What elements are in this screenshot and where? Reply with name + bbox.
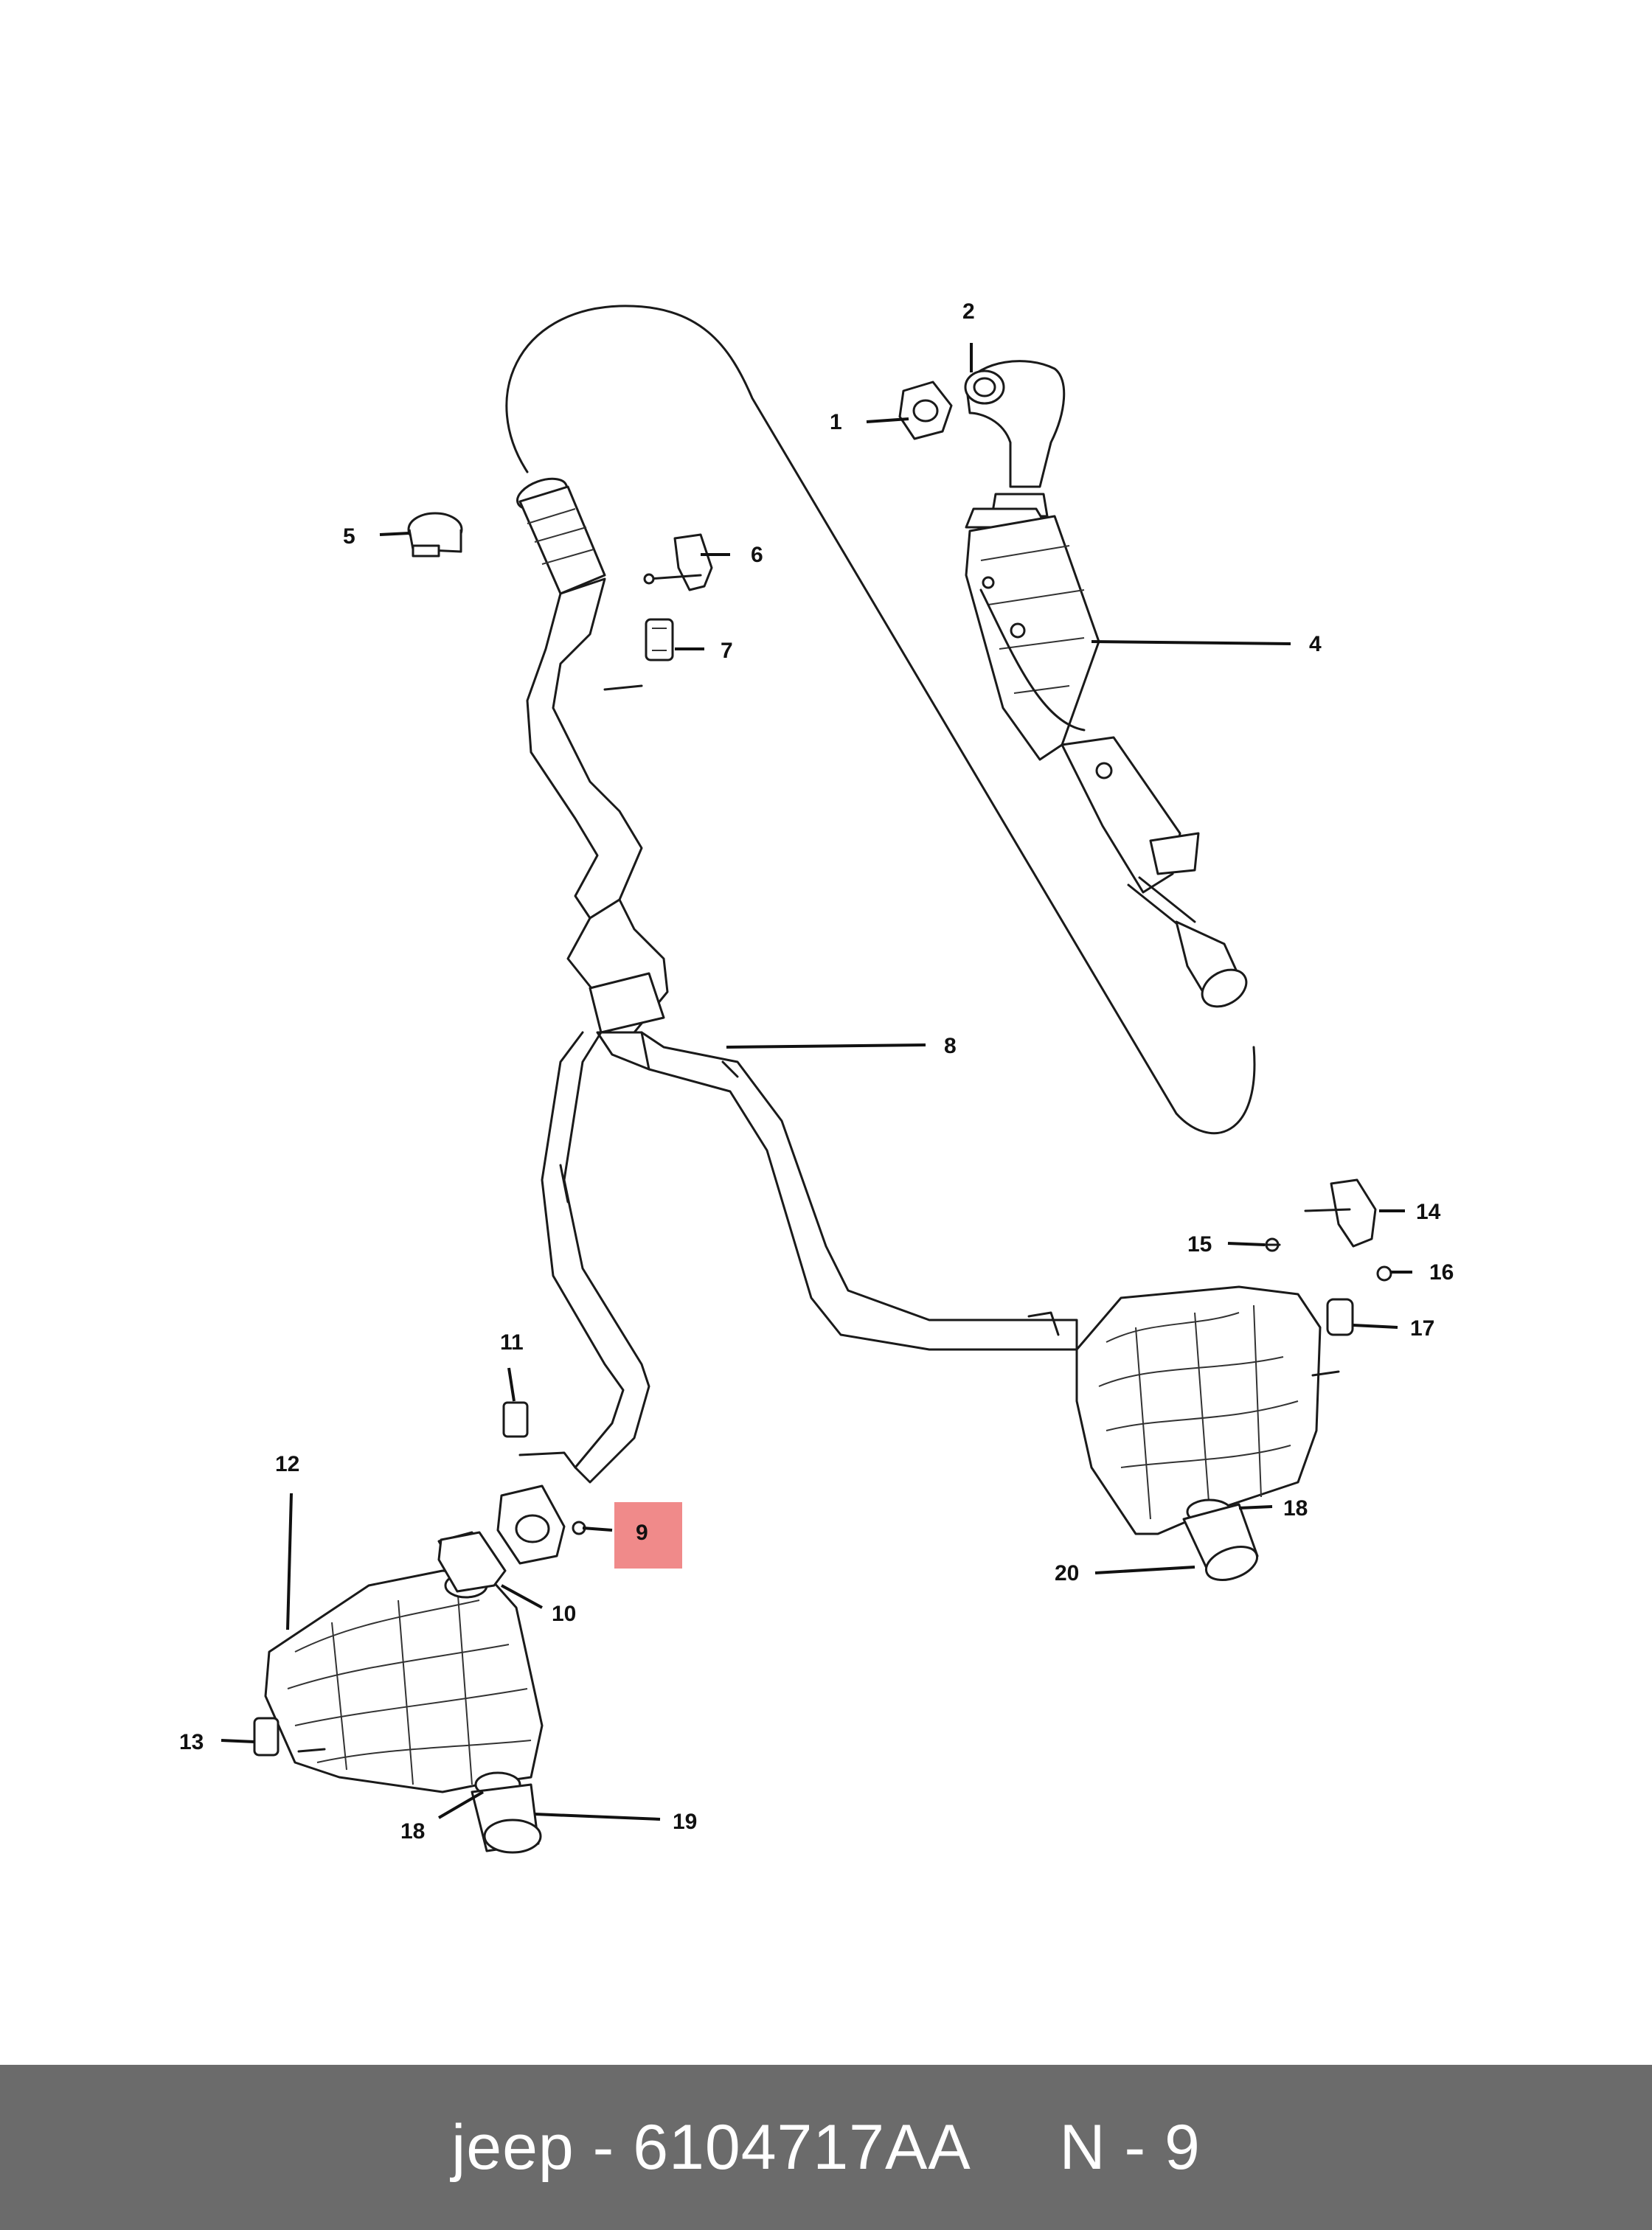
callout-18-left: 18 <box>400 1819 425 1844</box>
isolator-7 <box>645 618 674 661</box>
footer-caption: jeep - 6104717AA N - 9 <box>451 2111 1201 2184</box>
gasket-1 <box>898 381 953 440</box>
brand-name: jeep <box>451 2111 575 2183</box>
callout-10: 10 <box>552 1602 576 1626</box>
callout-6: 6 <box>751 543 763 567</box>
hanger-rod <box>603 684 643 691</box>
callout-labels: 1 2 4 5 6 7 8 9 10 11 12 13 14 15 16 17 … <box>179 299 1454 1844</box>
callout-7: 7 <box>721 639 733 663</box>
left-muffler <box>264 1531 544 1854</box>
callout-18-right: 18 <box>1283 1496 1308 1521</box>
callout-16: 16 <box>1429 1260 1454 1285</box>
hanger-bracket-14 <box>1304 1178 1377 1248</box>
leader-lines <box>221 343 1412 1821</box>
highlight-box-9 <box>614 1502 682 1569</box>
callout-13: 13 <box>179 1730 204 1754</box>
hanger-bracket-6 <box>643 533 713 591</box>
isolator-13 <box>253 1717 280 1757</box>
nut-16 <box>1376 1265 1392 1282</box>
callout-9: 9 <box>636 1521 648 1545</box>
gasket-9 <box>496 1484 566 1565</box>
part-number: 6104717AA <box>633 2111 968 2183</box>
front-pipe <box>516 477 1078 1484</box>
callout-11: 11 <box>500 1330 524 1355</box>
clamp-5 <box>407 512 463 558</box>
callout-20: 20 <box>1055 1561 1079 1585</box>
callout-1: 1 <box>830 410 842 434</box>
callout-8: 8 <box>944 1034 957 1058</box>
right-muffler <box>1027 1285 1340 1581</box>
flange-10 <box>437 1531 507 1593</box>
separator: - <box>574 2111 634 2183</box>
callout-19: 19 <box>673 1810 697 1834</box>
callout-12: 12 <box>275 1452 299 1476</box>
hanger-bracket-11 <box>502 1401 577 1469</box>
catalytic-converter-assembly <box>964 360 1248 1008</box>
callout-15: 15 <box>1187 1232 1212 1257</box>
exhaust-system-diagram: 1 2 4 5 6 7 8 9 10 11 12 13 14 15 16 17 … <box>179 299 1454 1854</box>
isolator-17 <box>1326 1298 1354 1336</box>
callout-2: 2 <box>962 299 975 324</box>
callout-4: 4 <box>1309 632 1322 656</box>
callout-17: 17 <box>1410 1316 1434 1341</box>
footer-bar: jeep - 6104717AA N - 9 <box>0 2065 1652 2230</box>
bolt-15 <box>1260 1237 1281 1252</box>
callout-5: 5 <box>343 524 355 549</box>
callout-14: 14 <box>1416 1200 1441 1224</box>
grouping-loop <box>505 305 1256 1135</box>
spacer <box>968 2112 1059 2183</box>
item-label: N - 9 <box>1059 2111 1201 2183</box>
